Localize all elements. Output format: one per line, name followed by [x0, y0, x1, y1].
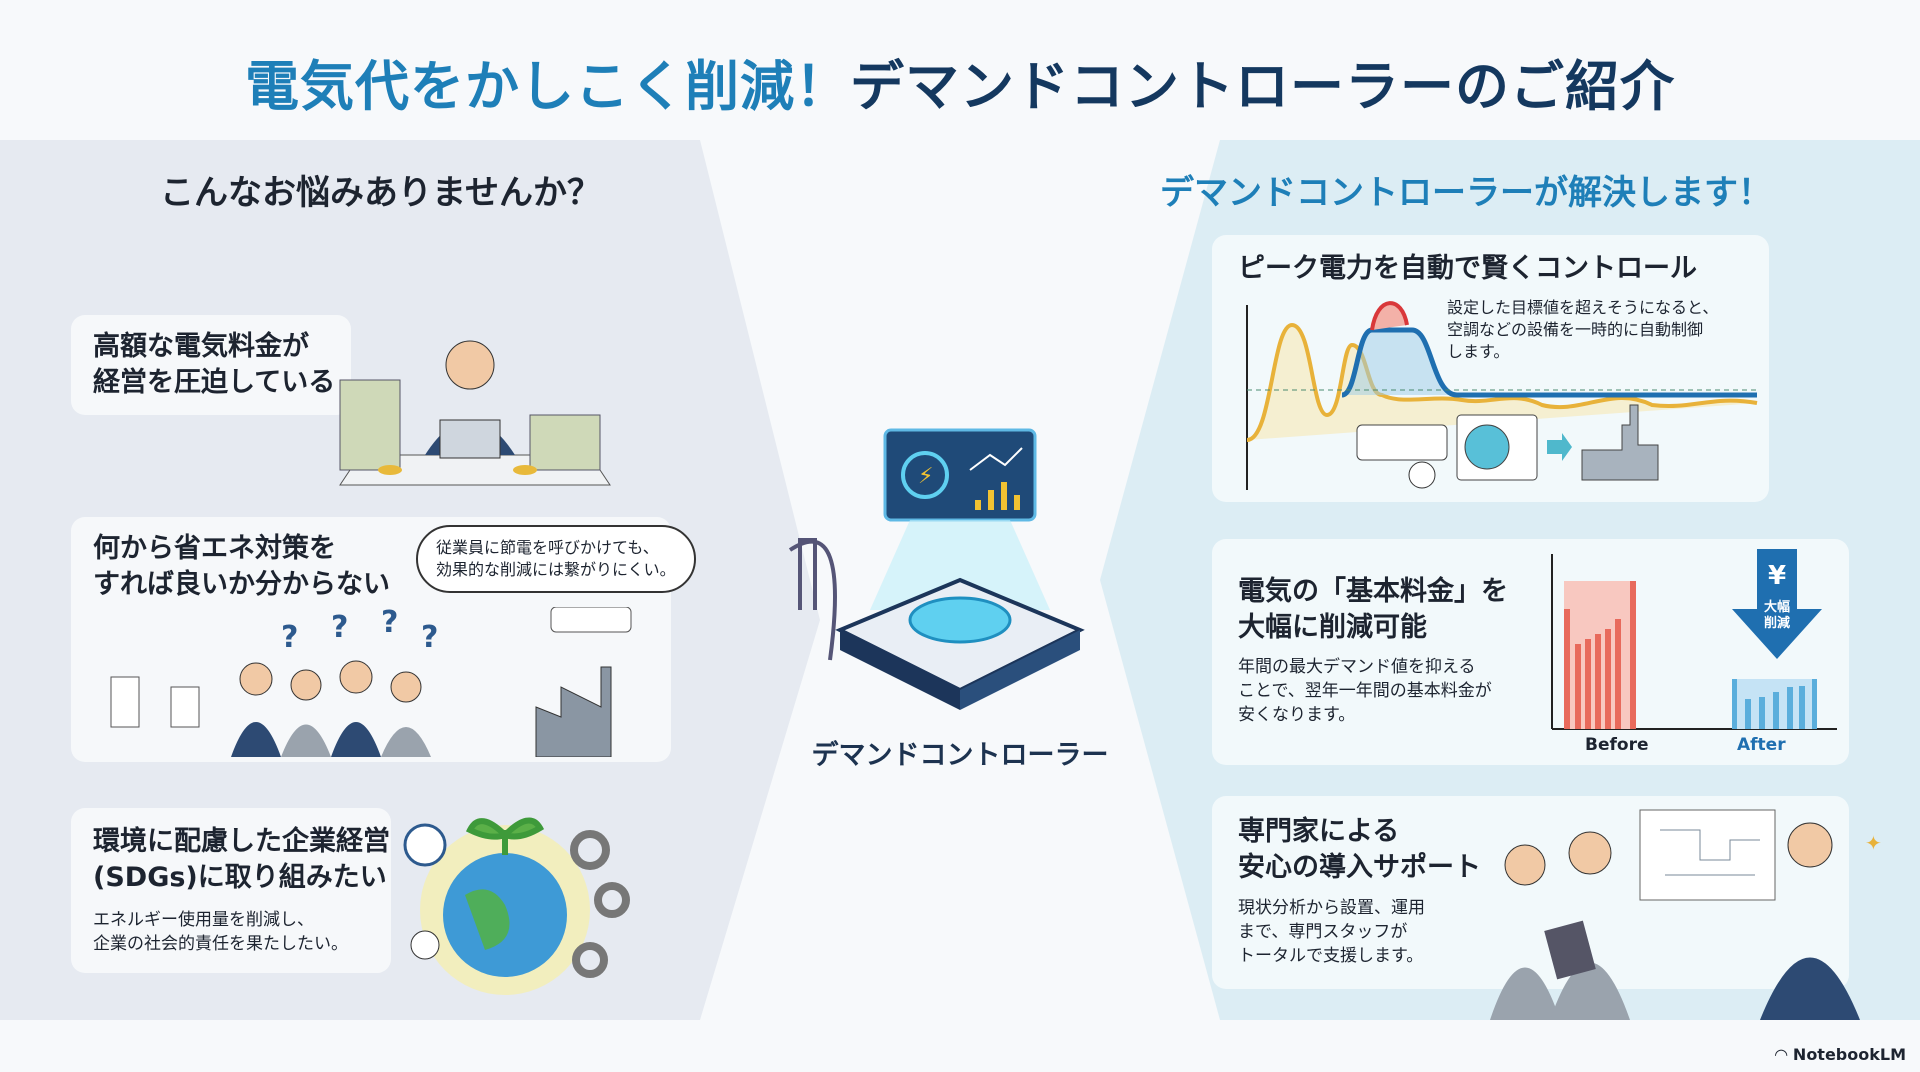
notebooklm-brand: ◠ NotebookLM	[1775, 1045, 1906, 1064]
arrow-icon	[1547, 433, 1572, 461]
reduction-arrow	[1732, 549, 1822, 659]
device-label: デマンドコントローラー	[811, 740, 1109, 771]
solution-card-peak-control: ピーク電力を自動で賢くコントロール 設定した目標値を超えそうになると、 空調など…	[1212, 235, 1769, 502]
problem-card-cost: 高額な電気料金が 経営を圧迫している	[71, 315, 351, 415]
page-title: 電気代をかしこく削減！デマンドコントローラーのご紹介	[245, 55, 1675, 118]
problems-heading: こんなお悩みありませんか？	[160, 173, 601, 213]
svg-text:¥: ¥	[1768, 561, 1786, 591]
peak-spike	[1370, 301, 1409, 331]
brand-logo-icon: ◠	[1775, 1045, 1793, 1064]
eco-globe-illustration	[403, 817, 630, 995]
svg-text:?: ?	[381, 607, 398, 640]
svg-text:⚡: ⚡	[918, 464, 933, 489]
blueprint-board	[1639, 809, 1776, 901]
svg-text:?: ?	[331, 610, 348, 645]
solutions-heading: デマンドコントローラーが解決します！	[1160, 173, 1772, 213]
after-label: After	[1737, 735, 1786, 755]
speech-bubble: 従業員に節電を呼びかけても、 効果的な削減には繋がりにくい。	[416, 525, 696, 593]
problem-card-sdgs: 環境に配慮した企業経営 (SDGs)に取り組みたい エネルギー使用量を削減し、 …	[71, 808, 391, 973]
svg-text:✦: ✦	[1865, 831, 1882, 855]
before-label: Before	[1585, 735, 1649, 755]
svg-text:削減: 削減	[1764, 615, 1790, 631]
timer-icon	[1408, 461, 1436, 489]
stressed-manager-illustration	[339, 340, 611, 486]
experts-illustration: ✦	[1490, 809, 1882, 1020]
svg-text:?: ?	[421, 620, 438, 655]
factory-icon	[1581, 404, 1659, 481]
confused-staff-illustration: ????	[110, 607, 632, 757]
demand-controller-device: ⚡	[788, 428, 1085, 710]
svg-text:大幅: 大幅	[1764, 599, 1790, 615]
monitor-screen	[883, 428, 1037, 522]
peak-demand-graph	[1246, 301, 1758, 490]
solution-card-basic-fee: 電気の「基本料金」を 大幅に削減可能 年間の最大デマンド値を抑える ことで、翌年…	[1212, 539, 1849, 765]
svg-text:?: ?	[281, 620, 298, 655]
air-conditioner-icon	[1356, 424, 1448, 461]
controlled-curve	[1341, 327, 1757, 398]
problem-card-approach: 何から省エネ対策を すれば良いか分からない 従業員に節電を呼びかけても、 効果的…	[71, 517, 696, 762]
